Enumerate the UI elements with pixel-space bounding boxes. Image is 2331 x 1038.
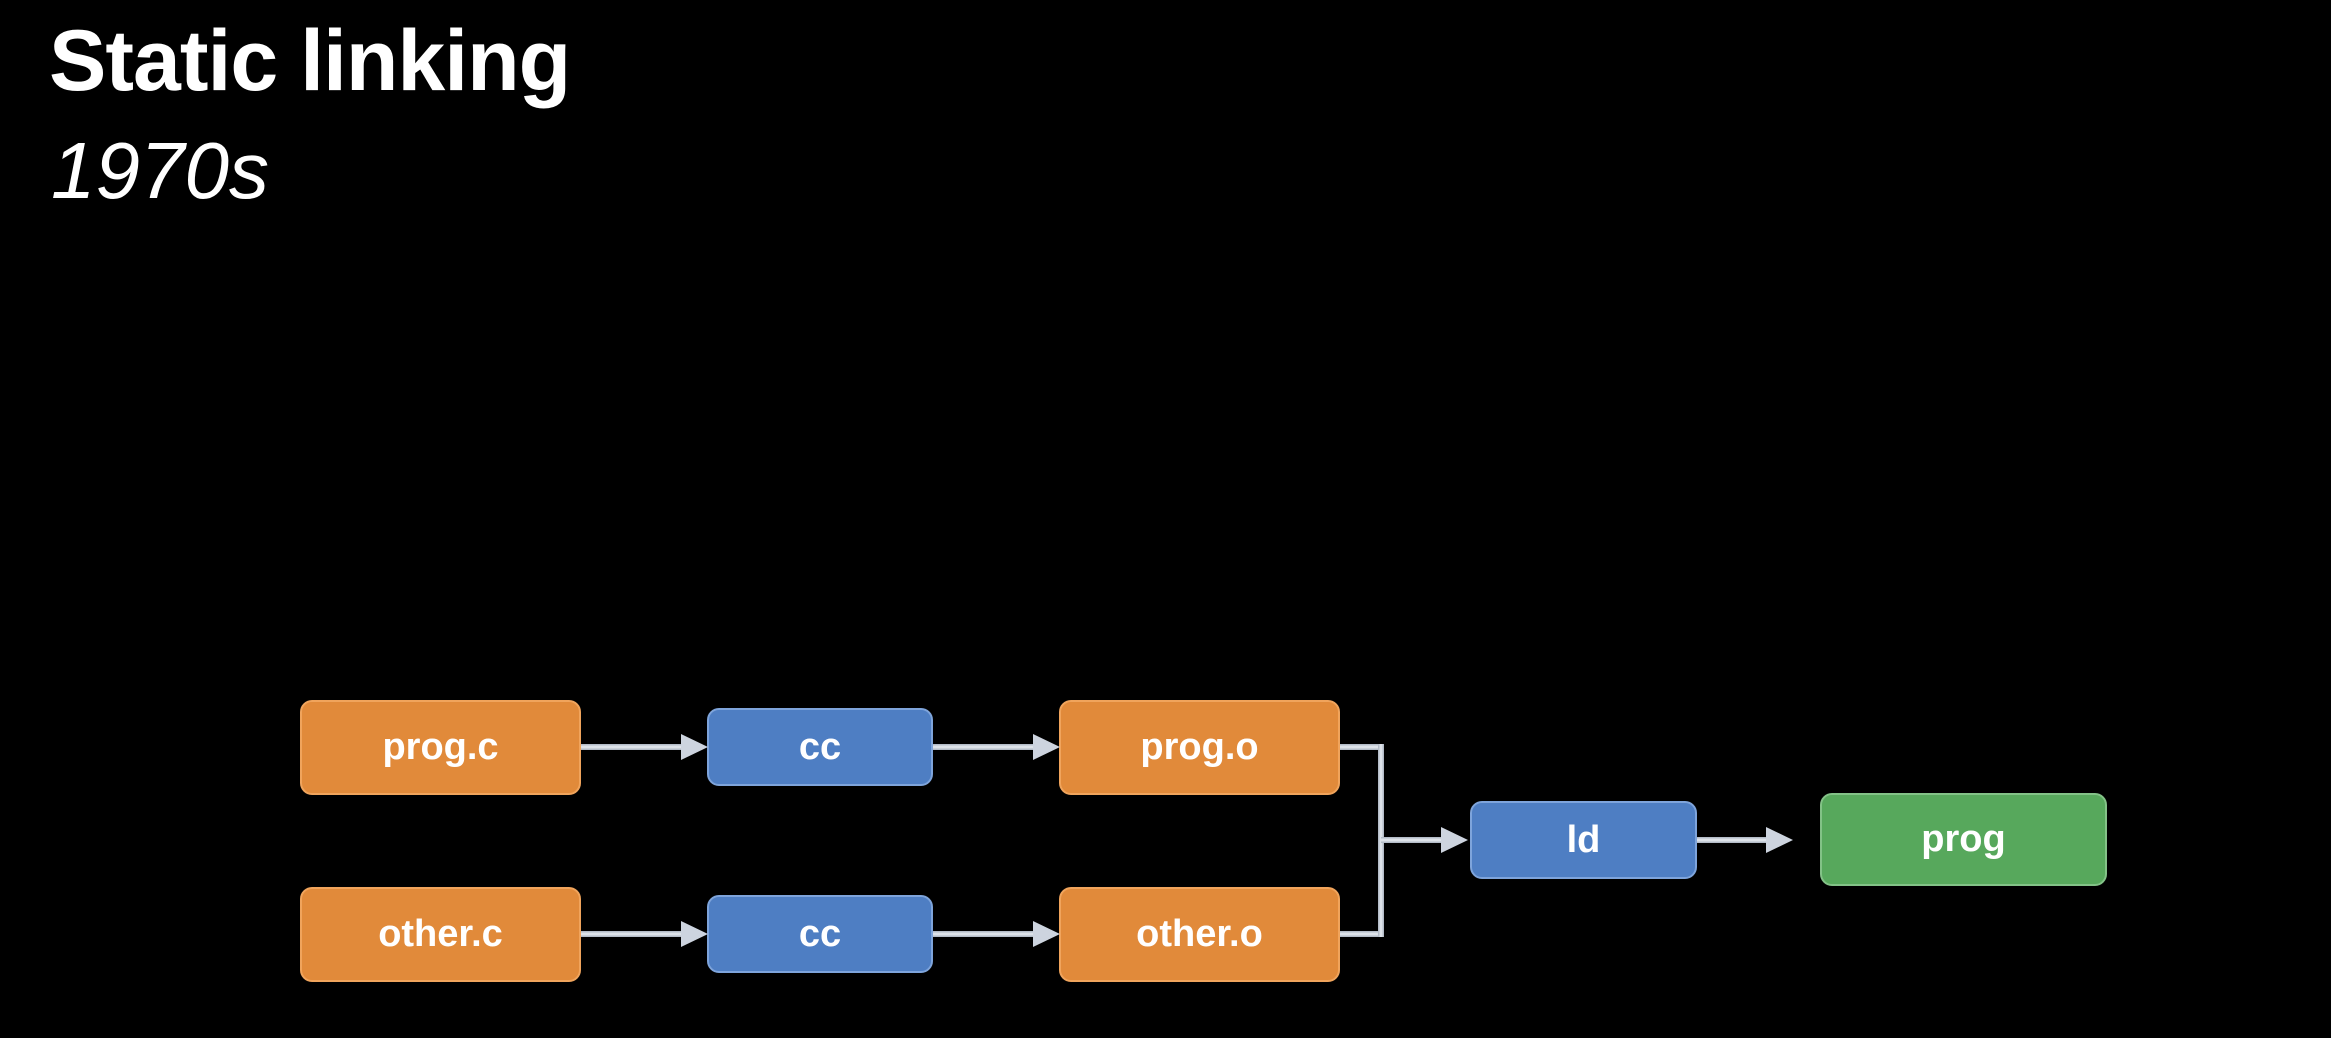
node-prog: prog xyxy=(1820,793,2107,886)
edge-other-o-stub xyxy=(1340,931,1384,937)
node-cc-top: cc xyxy=(707,708,933,786)
node-cc-bottom: cc xyxy=(707,895,933,973)
edge-cc-to-prog-o xyxy=(933,744,1033,750)
edge-cc-to-other-o xyxy=(933,931,1033,937)
edge-prog-o-stub xyxy=(1340,744,1384,750)
node-other-o: other.o xyxy=(1059,887,1340,982)
node-label: ld xyxy=(1566,818,1601,861)
edge-ld-to-prog xyxy=(1697,837,1766,843)
slide-subtitle: 1970s xyxy=(51,126,269,215)
node-label: prog xyxy=(1921,818,2006,860)
edge-merge-to-ld xyxy=(1381,837,1441,843)
node-label: cc xyxy=(798,912,842,955)
node-label: cc xyxy=(798,725,842,768)
node-label: other.o xyxy=(1136,913,1263,955)
node-label: prog.o xyxy=(1140,726,1259,768)
arrowhead-icon xyxy=(681,921,708,947)
node-other-c: other.c xyxy=(300,887,581,982)
node-prog-o: prog.o xyxy=(1059,700,1340,795)
node-label: prog.c xyxy=(382,726,499,768)
edge-other-c-to-cc xyxy=(581,931,681,937)
arrowhead-icon xyxy=(1766,827,1793,853)
arrowhead-icon xyxy=(681,734,708,760)
node-prog-c: prog.c xyxy=(300,700,581,795)
node-ld: ld xyxy=(1470,801,1697,879)
edge-prog-c-to-cc xyxy=(581,744,681,750)
arrowhead-icon xyxy=(1441,827,1468,853)
slide-title: Static linking xyxy=(49,13,571,109)
arrowhead-icon xyxy=(1033,734,1060,760)
arrowhead-icon xyxy=(1033,921,1060,947)
node-label: other.c xyxy=(378,913,503,955)
